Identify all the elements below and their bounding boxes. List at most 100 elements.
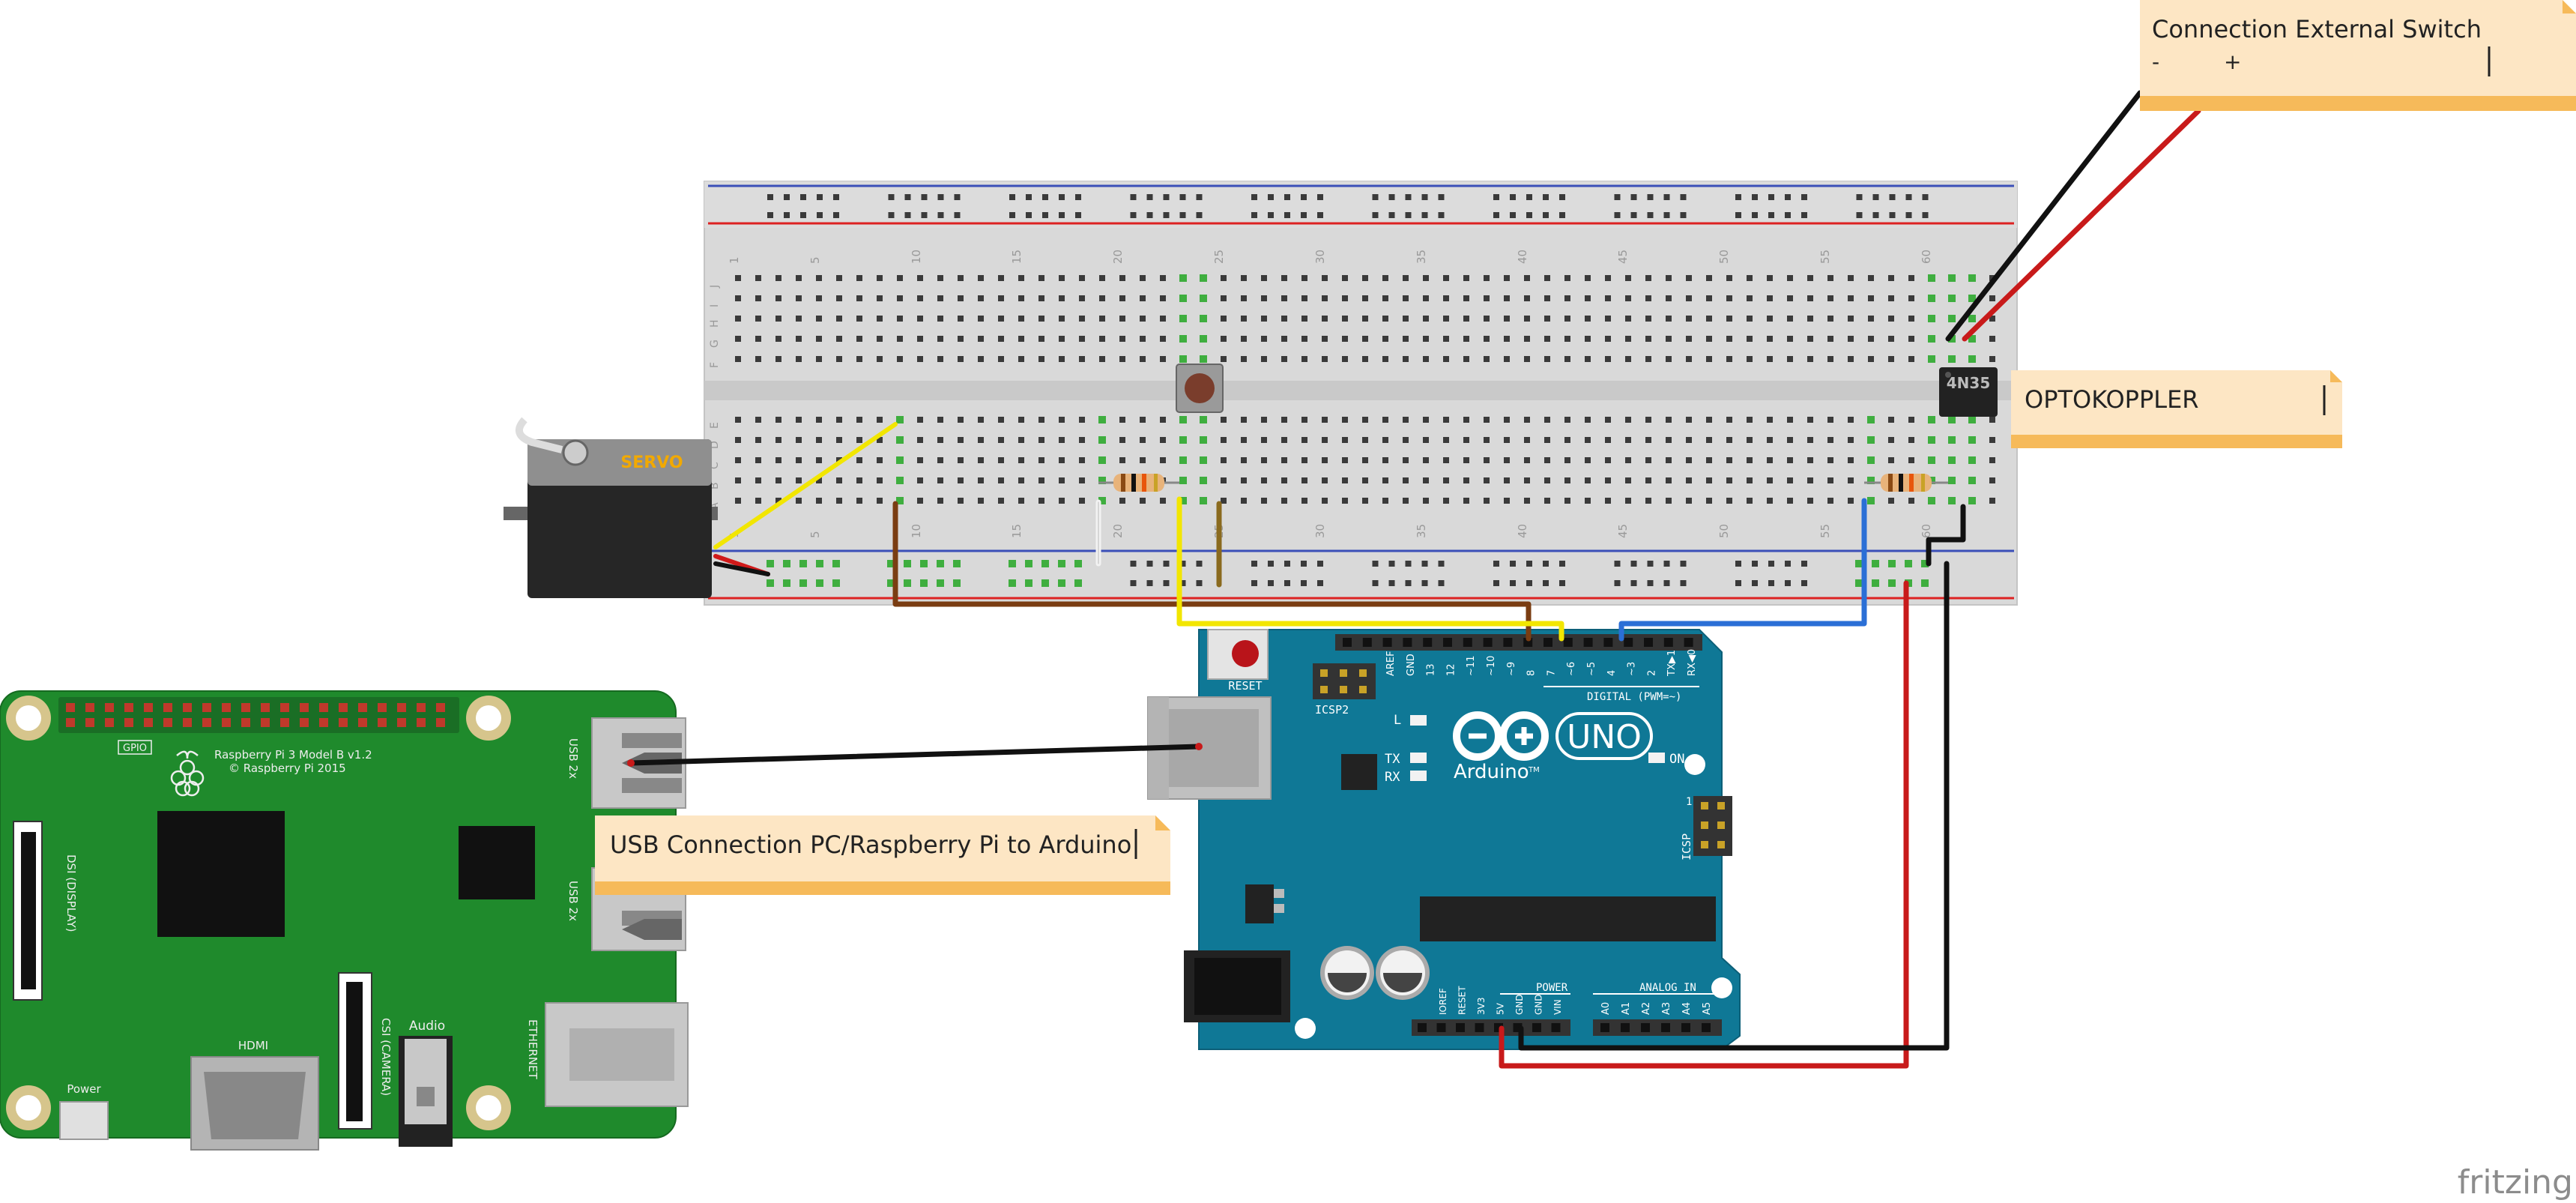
breadboard-rail-hole xyxy=(1179,194,1186,200)
breadboard-connected-rail-hole xyxy=(783,579,790,587)
breadboard-hole xyxy=(1747,498,1753,504)
breadboard-connected-hole xyxy=(1098,477,1106,484)
breadboard-hole xyxy=(1484,356,1490,362)
breadboard-connected-hole xyxy=(1200,436,1207,444)
breadboard-connected-hole xyxy=(1867,456,1875,464)
reset-button-cap[interactable] xyxy=(1232,640,1259,667)
breadboard-hole xyxy=(1261,275,1267,281)
breadboard-hole xyxy=(877,498,883,504)
breadboard-hole xyxy=(1585,275,1591,281)
breadboard-hole xyxy=(1059,457,1065,463)
breadboard-hole xyxy=(1686,498,1692,504)
breadboard-rail-hole xyxy=(1146,561,1153,567)
breadboard-connected-hole xyxy=(1179,295,1187,302)
breadboard-hole xyxy=(1706,336,1712,342)
breadboard-hole xyxy=(1747,275,1753,281)
breadboard-hole xyxy=(1747,477,1753,483)
col-num-55: 55 xyxy=(1818,250,1832,264)
breadboard-hole xyxy=(998,457,1004,463)
breadboard-hole xyxy=(1119,316,1125,322)
breadboard-rail-hole xyxy=(1856,194,1863,200)
breadboard-connected-rail-hole xyxy=(1855,579,1863,587)
breadboard-hole xyxy=(796,336,802,342)
breadboard-hole xyxy=(1747,295,1753,301)
breadboard-rail-hole xyxy=(1630,194,1637,200)
breadboard-hole xyxy=(1484,295,1490,301)
breadboard-hole xyxy=(1787,356,1793,362)
icsp-pin1-label: 1 xyxy=(1686,796,1692,808)
gpio-pin xyxy=(436,718,445,727)
breadboard-hole xyxy=(1726,336,1732,342)
breadboard-hole xyxy=(1221,498,1227,504)
breadboard-hole xyxy=(1443,295,1449,301)
breadboard-hole xyxy=(1625,336,1631,342)
breadboard-hole xyxy=(1726,356,1732,362)
digital-header-pin xyxy=(1603,638,1613,647)
resistor-left xyxy=(1098,474,1179,492)
breadboard-connected-rail-hole xyxy=(783,560,790,567)
breadboard-hole xyxy=(1403,417,1409,423)
push-button[interactable] xyxy=(1176,364,1224,413)
breadboard-rail-hole xyxy=(1179,580,1186,586)
breadboard-hole xyxy=(816,437,822,443)
power-pin-label: RESET xyxy=(1457,986,1468,1015)
breadboard-hole xyxy=(1463,457,1469,463)
breadboard-hole xyxy=(1888,498,1894,504)
note-optokoppler: OPTOKOPPLER xyxy=(2011,370,2342,448)
breadboard-rail-hole xyxy=(1559,561,1565,567)
gpio-header xyxy=(58,697,459,733)
power-header-pin xyxy=(1436,1023,1446,1032)
gpio-pin xyxy=(85,703,94,712)
digital-header-pin xyxy=(1382,638,1392,647)
digital-pin-label: 4 xyxy=(1606,670,1618,676)
breadboard-hole xyxy=(978,275,984,281)
power-header xyxy=(1412,1019,1570,1036)
analog-header-pin xyxy=(1641,1023,1650,1032)
breadboard-hole xyxy=(1504,437,1510,443)
breadboard-rail-hole xyxy=(921,212,928,218)
breadboard-hole xyxy=(1301,417,1307,423)
breadboard-hole xyxy=(978,356,984,362)
breadboard-connected-hole xyxy=(1200,477,1207,484)
breadboard-hole xyxy=(1767,498,1773,504)
breadboard-hole xyxy=(1160,457,1166,463)
breadboard-hole xyxy=(1382,477,1388,483)
breadboard-hole xyxy=(1989,437,1995,443)
digital-header-pin xyxy=(1463,638,1472,647)
breadboard-hole xyxy=(1625,498,1631,504)
breadboard-connected-hole xyxy=(1098,436,1106,444)
breadboard-hole xyxy=(877,437,883,443)
breadboard-rail-hole xyxy=(1042,212,1048,218)
breadboard-hole xyxy=(1140,295,1146,301)
breadboard-hole xyxy=(1767,336,1773,342)
arduino-mount-hole xyxy=(1684,754,1705,775)
breadboard-hole xyxy=(1726,275,1732,281)
digital-pin-label: 7 xyxy=(1546,670,1557,676)
digital-header-pin xyxy=(1483,638,1493,647)
breadboard-hole xyxy=(958,498,964,504)
breadboard-hole xyxy=(1504,417,1510,423)
breadboard-hole xyxy=(1544,437,1550,443)
breadboard-connected-hole xyxy=(1179,456,1187,464)
breadboard-hole xyxy=(937,457,943,463)
breadboard-hole xyxy=(1827,437,1833,443)
icsp2-header xyxy=(1313,663,1376,699)
breadboard-rail-hole xyxy=(1752,194,1758,200)
breadboard-hole xyxy=(1625,295,1631,301)
gpio-pin xyxy=(222,718,231,727)
breadboard-hole xyxy=(1342,437,1348,443)
breadboard-hole xyxy=(1544,457,1550,463)
breadboard-hole xyxy=(1605,477,1611,483)
breadboard-hole xyxy=(1443,498,1449,504)
arduino-tm-label: TM xyxy=(1528,766,1540,774)
breadboard-hole xyxy=(1605,336,1611,342)
audio-label: Audio xyxy=(409,1019,445,1034)
col-num-25: 25 xyxy=(1212,250,1226,264)
breadboard-rail-hole xyxy=(1510,194,1516,200)
breadboard-hole xyxy=(1524,457,1530,463)
breadboard-hole xyxy=(856,295,862,301)
breadboard-hole xyxy=(1484,417,1490,423)
breadboard-hole xyxy=(856,457,862,463)
breadboard-connected-rail-hole xyxy=(1872,560,1879,567)
